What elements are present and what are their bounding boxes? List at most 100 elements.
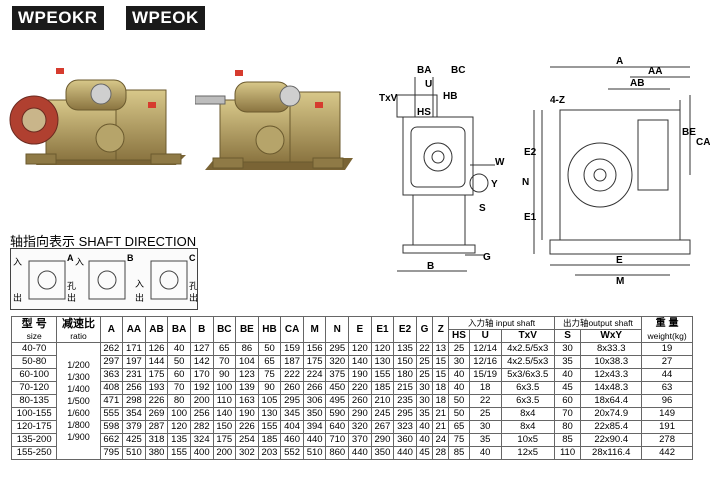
table-cell: 40 — [415, 420, 434, 434]
table-cell: 60 — [167, 368, 191, 382]
col-header: HB — [257, 316, 282, 343]
table-cell: 123 — [235, 368, 259, 382]
sd-label: C — [189, 253, 196, 263]
col-header-weight-bottom: weight(kg) — [647, 330, 687, 341]
table-cell: 50-80 — [10, 355, 58, 369]
table-cell: 40 — [415, 433, 434, 447]
table-cell: 442 — [641, 446, 693, 460]
table-cell: 860 — [325, 446, 350, 460]
table-cell: 24 — [432, 433, 450, 447]
col-header: B — [189, 316, 214, 343]
table-cell: 35 — [468, 433, 502, 447]
col-header: G — [415, 316, 434, 343]
col-header: BA — [167, 316, 191, 343]
model-tag-wpeokr: WPEOKR — [12, 6, 104, 30]
table-cell: 28x116.4 — [580, 446, 643, 460]
dim-label-ca: CA — [696, 137, 710, 148]
dim-label-u: U — [425, 79, 432, 90]
table-cell: 50 — [448, 407, 470, 421]
table-cell: 245 — [370, 407, 395, 421]
col-header: Z — [432, 316, 450, 343]
table-cell: 191 — [641, 420, 693, 434]
table-cell: 197 — [122, 355, 146, 369]
table-cell: 142 — [189, 355, 214, 369]
table-cell: 140 — [348, 355, 372, 369]
table-cell: 63 — [641, 381, 693, 395]
table-cell: 40 — [468, 446, 502, 460]
table-cell: 30 — [415, 394, 434, 408]
table-cell: 144 — [144, 355, 169, 369]
table-cell: 425 — [122, 433, 146, 447]
col-header: S — [553, 329, 582, 343]
table-cell: 35 — [415, 407, 434, 421]
table-cell: 40-70 — [10, 342, 58, 356]
table-cell: 18 — [432, 394, 450, 408]
sd-label: 孔 — [67, 281, 76, 291]
table-cell: 350 — [370, 446, 395, 460]
table-cell: 19 — [641, 342, 693, 356]
table-cell: 220 — [348, 381, 372, 395]
table-cell: 50 — [448, 394, 470, 408]
table-cell: 290 — [370, 433, 395, 447]
dim-label-n: N — [522, 177, 529, 188]
table-cell: 297 — [99, 355, 124, 369]
col-header: M — [302, 316, 327, 343]
table-cell: 30 — [468, 420, 502, 434]
table-cell: 440 — [393, 446, 417, 460]
table-cell: 35 — [553, 355, 582, 369]
table-cell: 510 — [302, 446, 327, 460]
table-cell: 130 — [257, 407, 282, 421]
table-cell: 295 — [393, 407, 417, 421]
table-cell: 510 — [122, 446, 146, 460]
table-cell: 163 — [235, 394, 259, 408]
table-cell: 120-175 — [10, 420, 58, 434]
col-header: A — [99, 316, 124, 343]
table-cell: 200 — [212, 446, 237, 460]
table-cell: 215 — [393, 381, 417, 395]
table-cell: 100 — [167, 407, 191, 421]
dim-label-hb: HB — [443, 91, 457, 102]
table-cell: 40 — [167, 342, 191, 356]
table-cell: 267 — [370, 420, 395, 434]
col-header-weight-top: 重 量 — [655, 317, 679, 329]
sd-label: 孔 — [189, 281, 198, 291]
table-cell: 65 — [448, 420, 470, 434]
table-cell: 104 — [235, 355, 259, 369]
dim-label-bc: BC — [451, 65, 465, 76]
table-cell: 96 — [641, 394, 693, 408]
table-cell: 80 — [167, 394, 191, 408]
table-cell: 12x5 — [500, 446, 555, 460]
table-cell: 40 — [448, 368, 470, 382]
table-cell: 50 — [167, 355, 191, 369]
table-cell: 590 — [325, 407, 350, 421]
table-cell: 440 — [348, 446, 372, 460]
dim-label-e1: E1 — [524, 212, 537, 223]
table-cell: 408 — [99, 381, 124, 395]
table-cell: 640 — [325, 420, 350, 434]
table-cell: 795 — [99, 446, 124, 460]
table-cell: 471 — [99, 394, 124, 408]
table-cell: 18 — [468, 381, 502, 395]
table-cell: 404 — [280, 420, 304, 434]
table-cell: 139 — [235, 381, 259, 395]
sd-label: 出 — [67, 292, 76, 303]
shaft-direction-diagram: 入 A 入 B C 入 孔 出 出 孔 出 出 — [10, 248, 198, 310]
table-cell: 192 — [189, 381, 214, 395]
col-header-size: 型 号 size — [10, 316, 58, 343]
table-cell: 156 — [302, 342, 327, 356]
col-header-size-top: 型 号 — [21, 317, 47, 330]
table-cell: 175 — [144, 368, 169, 382]
dim-label-txv: TxV — [379, 93, 398, 104]
table-cell: 10x38.3 — [580, 355, 643, 369]
table-cell: 14x48.3 — [580, 381, 643, 395]
table-cell: 21 — [432, 407, 450, 421]
table-cell: 30 — [553, 342, 582, 356]
ratio-value: 1/400 — [67, 384, 90, 394]
table-cell: 370 — [348, 433, 372, 447]
table-cell: 15 — [432, 355, 450, 369]
